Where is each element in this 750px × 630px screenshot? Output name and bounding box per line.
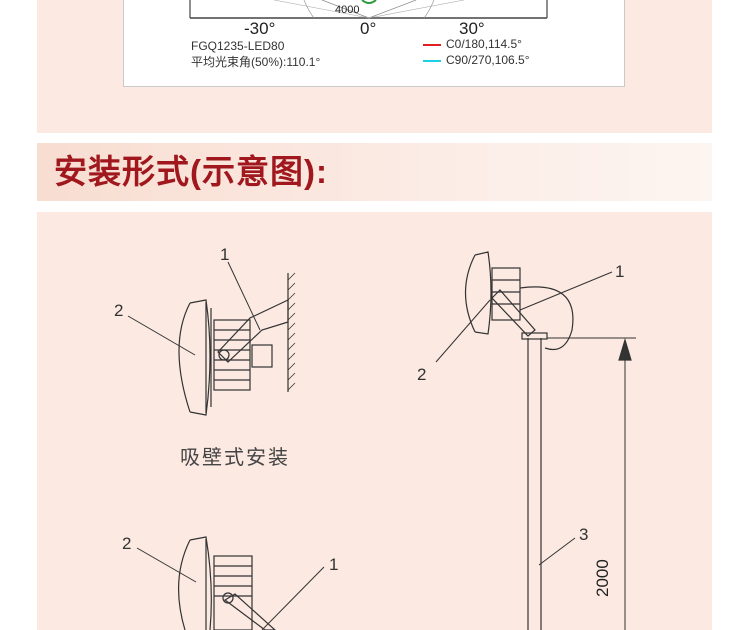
lower-callout-1: 1 xyxy=(329,555,339,574)
wall-mount-diagram xyxy=(127,261,296,416)
radius-label: 4000 xyxy=(335,4,360,16)
polar-chart-graphic xyxy=(189,0,548,19)
pole-height-label: 2000 xyxy=(593,559,612,597)
axis-label-neg30: -30° xyxy=(244,19,276,38)
polar-chart-card xyxy=(123,0,625,87)
legend-item-c0: C0/180,114.5° xyxy=(446,37,522,51)
section-title: 安装形式(示意图): xyxy=(54,153,328,190)
wall-mount-caption: 吸壁式安装 xyxy=(180,447,290,469)
installation-panel xyxy=(37,212,712,630)
section-banner xyxy=(37,143,712,201)
wall-callout-2: 2 xyxy=(114,301,124,320)
wall-callout-1: 1 xyxy=(220,245,230,264)
legend-item-c90: C90/270,106.5° xyxy=(446,53,530,67)
pole-callout-2: 2 xyxy=(417,365,427,384)
pole-mount-diagram xyxy=(435,251,636,630)
model-label: FGQ1235-LED80 xyxy=(191,39,285,53)
lower-mount-diagram xyxy=(136,536,325,630)
legend-swatch-c0 xyxy=(423,44,441,46)
lower-callout-2: 2 xyxy=(122,534,132,553)
beam-angle-label: 平均光束角(50%):110.1° xyxy=(191,55,321,69)
axis-label-30: 30° xyxy=(459,19,485,38)
pole-callout-3: 3 xyxy=(579,525,589,544)
legend-swatch-c90 xyxy=(423,60,441,62)
pole-callout-1: 1 xyxy=(615,262,625,281)
axis-label-zero: 0° xyxy=(360,19,377,38)
